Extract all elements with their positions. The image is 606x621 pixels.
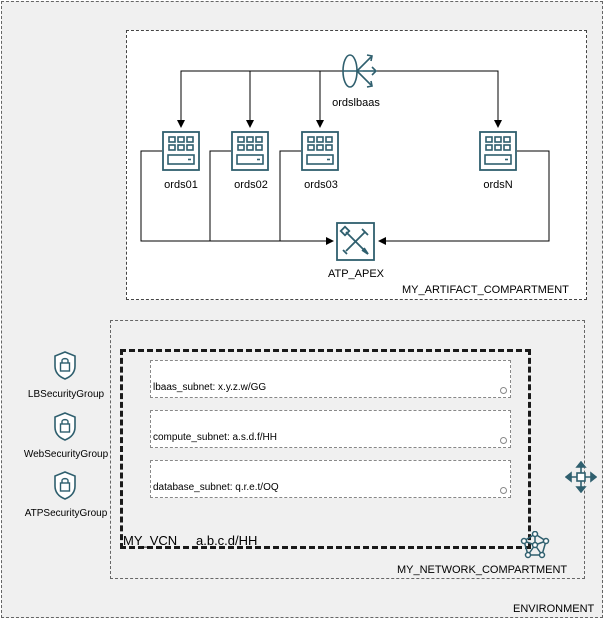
server-ords02-label: ords02 [234,179,268,191]
lb-security-group-label: LBSecurityGroup [27,389,105,400]
vcn-name-label: MY_VCN [123,533,178,548]
vcn-icon[interactable] [520,531,550,559]
network-compartment [110,320,585,579]
subnet-marker-icon [500,487,507,494]
server-ords01-label: ords01 [164,179,198,191]
lock-icon[interactable] [53,350,77,380]
router-icon[interactable] [565,461,597,493]
web-security-group-label: WebSecurityGroup [23,449,109,460]
subnet-lbaas[interactable]: lbaas_subnet: x.y.z.w/GG [150,360,511,398]
lb-to-ordsN-line [374,70,502,128]
vcn-container [120,349,531,549]
ords02-to-db-line [209,150,231,241]
ords03-to-db-line [279,150,301,241]
lb-to-ords01-line [177,70,345,128]
ords01-to-db-line [140,150,334,245]
lock-icon[interactable] [53,470,77,500]
server-ords03-label: ords03 [304,179,338,191]
autonomous-database-icon[interactable] [336,222,375,261]
load-balancer-label: ordslbaas [332,97,380,109]
database-label: ATP_APEX [327,268,385,280]
server-ordsN-icon[interactable] [479,131,517,171]
server-ords01-icon[interactable] [162,131,200,171]
server-ordsN-label: ordsN [483,179,513,191]
subnet-marker-icon [500,437,507,444]
subnet-database[interactable]: database_subnet: q.r.e.t/OQ [150,460,511,498]
load-balancer-icon[interactable] [337,50,379,92]
subnet-compute[interactable]: compute_subnet: a.s.d.f/HH [150,410,511,448]
subnet-database-label: database_subnet: q.r.e.t/OQ [153,482,279,493]
subnet-compute-label: compute_subnet: a.s.d.f/HH [153,432,277,443]
server-ords02-icon[interactable] [231,131,269,171]
subnet-lbaas-label: lbaas_subnet: x.y.z.w/GG [153,382,267,393]
subnet-marker-icon [500,387,507,394]
ordsN-to-db-line [378,150,550,245]
artifact-compartment-label: MY_ARTIFACT_COMPARTMENT [402,284,569,296]
lock-icon[interactable] [53,411,77,441]
network-compartment-label: MY_NETWORK_COMPARTMENT [397,564,568,576]
environment-label: ENVIRONMENT [513,603,595,615]
server-ords03-icon[interactable] [301,131,339,171]
vcn-cidr-label: a.b.c.d/HH [196,533,258,548]
atp-security-group-label: ATPSecurityGroup [24,508,108,519]
